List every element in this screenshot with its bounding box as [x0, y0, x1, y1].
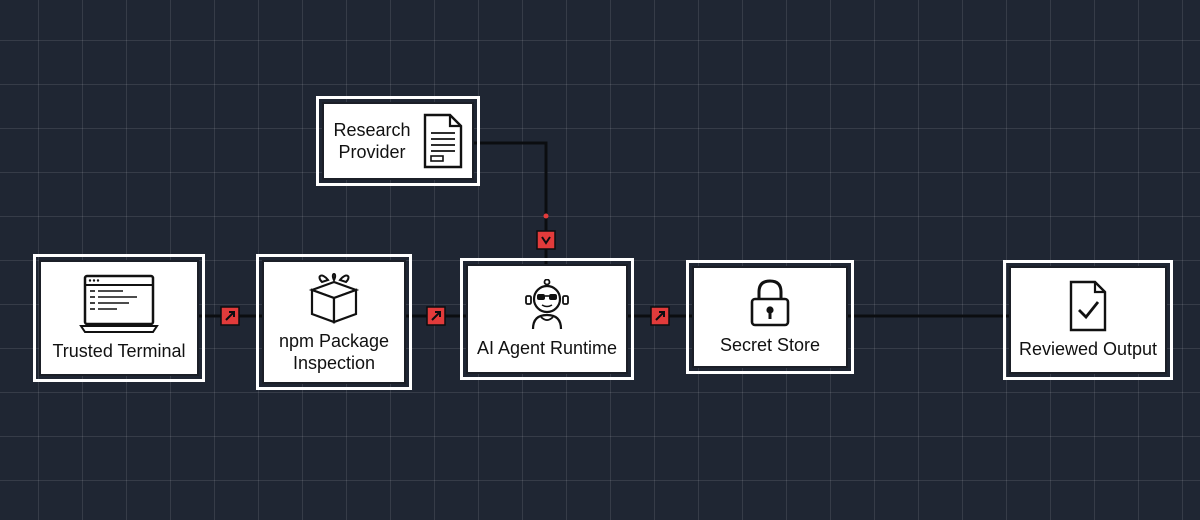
red-flag-marker-npm-agent — [426, 306, 446, 326]
edge-research-agent-dot — [543, 213, 549, 219]
red-flag-marker-research-agent — [536, 230, 556, 250]
node-ai-agent-runtime[interactable]: AI Agent Runtime — [460, 258, 634, 380]
node-label: AI Agent Runtime — [476, 338, 618, 358]
node-reviewed-output[interactable]: Reviewed Output — [1003, 260, 1173, 380]
node-label: Research Provider — [333, 120, 411, 162]
node-npm-package-inspection[interactable]: npm Package Inspection — [256, 254, 412, 390]
node-label: Trusted Terminal — [52, 341, 186, 361]
node-trusted-terminal[interactable]: Trusted Terminal — [33, 254, 205, 382]
edge-research-agent — [474, 141, 548, 264]
robot-icon — [523, 279, 571, 331]
node-label: Secret Store — [719, 335, 821, 355]
document-icon — [422, 113, 464, 169]
terminal-icon — [79, 274, 159, 334]
node-secret-store[interactable]: Secret Store — [686, 260, 854, 374]
document-check-icon — [1067, 280, 1109, 332]
red-flag-marker-agent-secret — [650, 306, 670, 326]
padlock-icon — [748, 278, 792, 328]
node-label: Reviewed Output — [1018, 339, 1158, 359]
red-flag-marker-terminal-npm — [220, 306, 240, 326]
package-box-icon — [306, 270, 362, 324]
node-label: npm Package Inspection — [278, 331, 390, 373]
node-research-provider[interactable]: Research Provider — [316, 96, 480, 186]
